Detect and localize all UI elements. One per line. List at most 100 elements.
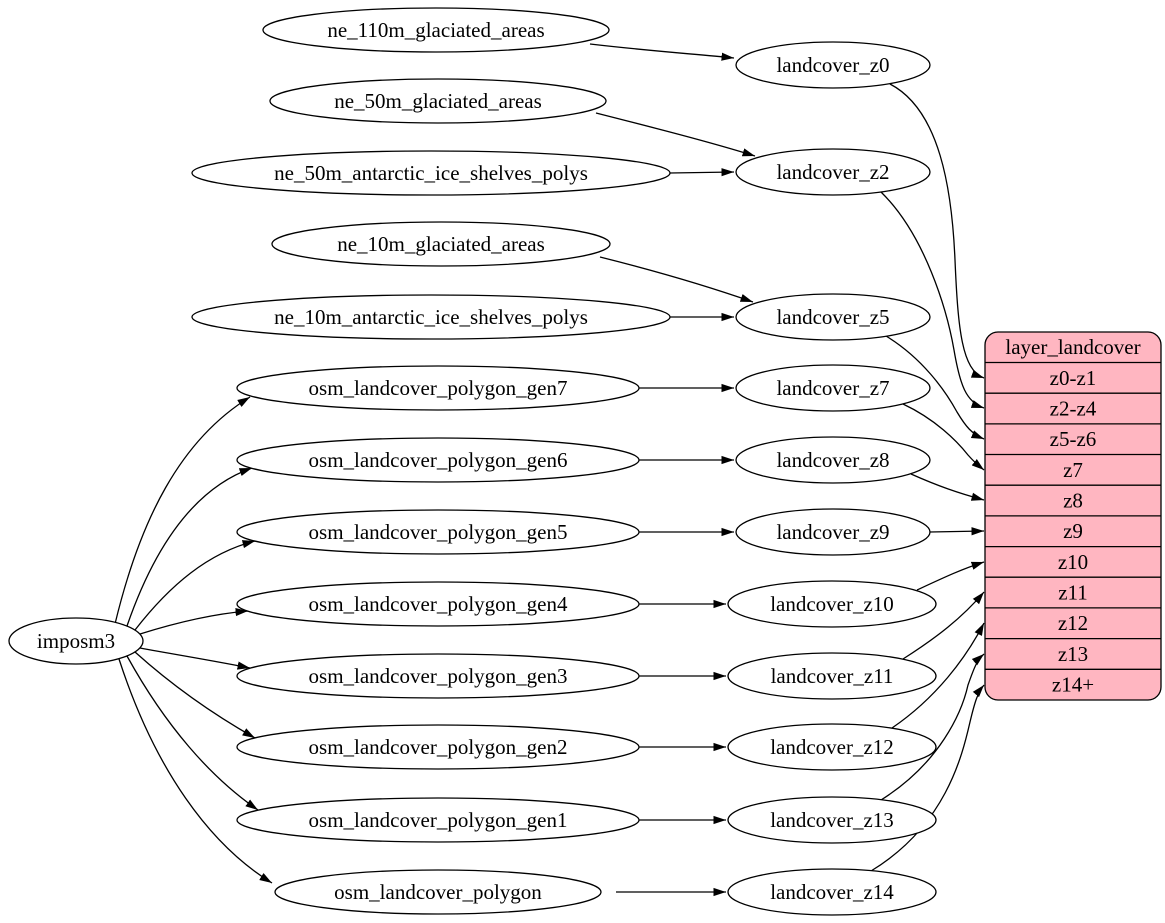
node-label: landcover_z12 [770,735,894,759]
edge-ne-50m-glaciated-areas-to-landcover-z2 [595,112,756,157]
edges [114,43,985,897]
node-shape [735,364,931,412]
edge-landcover-z5-to-row-z5-z6 [885,335,985,440]
table-row-label: z14+ [1052,673,1094,697]
node-shape [735,436,931,484]
node-landcover-z13: landcover_z13 [727,796,937,844]
node-shape [727,796,937,844]
node-landcover-z14: landcover_z14 [727,868,937,916]
edge-landcover-z8-to-row-z8 [910,473,985,501]
table-row-label: z8 [1063,489,1083,513]
node-label: osm_landcover_polygon_gen3 [309,664,568,688]
node-ne-50m-antarctic-ice-shelves-polys: ne_50m_antarctic_ice_shelves_polys [191,150,671,196]
node-shape [274,869,602,915]
table-row-label: z9 [1063,519,1083,543]
node-label: ne_50m_glaciated_areas [334,89,542,113]
table-row-label: z13 [1058,642,1088,666]
edge-imposm3-to-osm-landcover-polygon-gen1 [126,655,259,811]
node-ne-110m-glaciated-areas: ne_110m_glaciated_areas [262,7,610,53]
table-row-label: z7 [1063,458,1083,482]
table-row-label: z2-z4 [1050,397,1097,421]
edge-imposm3-to-osm-landcover-polygon-gen7 [114,396,251,625]
node-osm-landcover-polygon-gen4: osm_landcover_polygon_gen4 [236,581,640,627]
edge-imposm3-to-osm-landcover-polygon-gen4 [139,607,249,635]
edge-landcover-z11-to-row-z11 [902,591,985,660]
nodes: imposm3 ne_110m_glaciated_areas ne_50m_g… [8,7,937,916]
node-shape [727,652,937,700]
node-landcover-z12: landcover_z12 [727,723,937,771]
node-osm-landcover-polygon-gen3: osm_landcover_polygon_gen3 [236,653,640,699]
node-shape [236,365,640,411]
node-landcover-z11: landcover_z11 [727,652,937,700]
node-osm-landcover-polygon-gen5: osm_landcover_polygon_gen5 [236,509,640,555]
node-shape [236,437,640,483]
node-shape [735,148,931,196]
node-label: landcover_z9 [776,520,889,544]
node-shape [191,150,671,196]
node-shape [735,508,931,556]
edge-imposm3-to-osm-landcover-polygon-gen6 [126,467,253,627]
node-landcover-z5: landcover_z5 [735,293,931,341]
table-row-label: z0-z1 [1050,366,1097,390]
node-label: landcover_z10 [770,592,894,616]
table-row-label: z11 [1058,581,1088,605]
edge-imposm3-to-osm-landcover-polygon-gen2 [134,651,256,739]
edge-ne-110m-glaciated-areas-to-landcover-z0 [589,43,735,61]
node-landcover-z7: landcover_z7 [735,364,931,412]
node-label: osm_landcover_polygon_gen7 [309,376,568,400]
node-landcover-z9: landcover_z9 [735,508,931,556]
node-shape [8,617,144,665]
node-shape [727,580,937,628]
node-shape [262,7,610,53]
node-shape [735,41,931,89]
node-osm-landcover-polygon-gen6: osm_landcover_polygon_gen6 [236,437,640,483]
edge-imposm3-to-osm-landcover-polygon-gen5 [134,540,256,631]
table-row-label: z5-z6 [1050,427,1097,451]
node-label: osm_landcover_polygon [334,880,542,904]
node-shape [269,78,607,124]
node-ne-10m-glaciated-areas: ne_10m_glaciated_areas [271,221,611,267]
node-osm-landcover-polygon-gen1: osm_landcover_polygon_gen1 [236,797,640,843]
node-shape [236,724,640,770]
node-landcover-z2: landcover_z2 [735,148,931,196]
node-shape [735,293,931,341]
table-title: layer_landcover [1005,335,1140,359]
node-label: osm_landcover_polygon_gen4 [309,592,568,616]
node-label: landcover_z14 [770,880,894,904]
edge-landcover-z0-to-row-z0-z1 [889,83,985,379]
node-label: landcover_z8 [776,448,889,472]
edge-landcover-z13-to-row-z13 [880,653,985,801]
node-landcover-z8: landcover_z8 [735,436,931,484]
edge-landcover-z10-to-row-z10 [916,561,985,591]
node-label: osm_landcover_polygon_gen5 [309,520,568,544]
node-label: ne_10m_glaciated_areas [337,232,545,256]
edge-landcover-z14-to-row-z14plus [870,684,985,872]
edge-imposm3-to-osm-landcover-polygon [118,658,273,884]
node-shape [236,653,640,699]
node-label: landcover_z7 [776,376,889,400]
node-shape [236,509,640,555]
node-shape [727,723,937,771]
edge-landcover-z9-to-row-z9 [929,527,985,536]
node-osm-landcover-polygon-gen7: osm_landcover_polygon_gen7 [236,365,640,411]
edge-ne-50m-antarctic-ice-shelves-polys-to-landcover-z2 [669,168,735,177]
node-label: ne_10m_antarctic_ice_shelves_polys [274,305,588,329]
node-osm-landcover-polygon: osm_landcover_polygon [274,869,602,915]
node-landcover-z0: landcover_z0 [735,41,931,89]
node-label: osm_landcover_polygon_gen1 [309,808,568,832]
table-layer-landcover: layer_landcover z0-z1 z2-z4 z5-z6 z7 z8 … [984,331,1162,701]
edge-landcover-z2-to-row-z2-z4 [880,191,985,409]
node-label: landcover_z13 [770,808,894,832]
node-label: landcover_z5 [776,305,889,329]
node-osm-landcover-polygon-gen2: osm_landcover_polygon_gen2 [236,724,640,770]
node-label: osm_landcover_polygon_gen6 [309,448,568,472]
node-shape [236,581,640,627]
node-ne-50m-glaciated-areas: ne_50m_glaciated_areas [269,78,607,124]
node-shape [727,868,937,916]
node-landcover-z10: landcover_z10 [727,580,937,628]
node-label: ne_110m_glaciated_areas [327,18,544,42]
node-imposm3: imposm3 [8,617,144,665]
node-label: imposm3 [37,629,115,653]
